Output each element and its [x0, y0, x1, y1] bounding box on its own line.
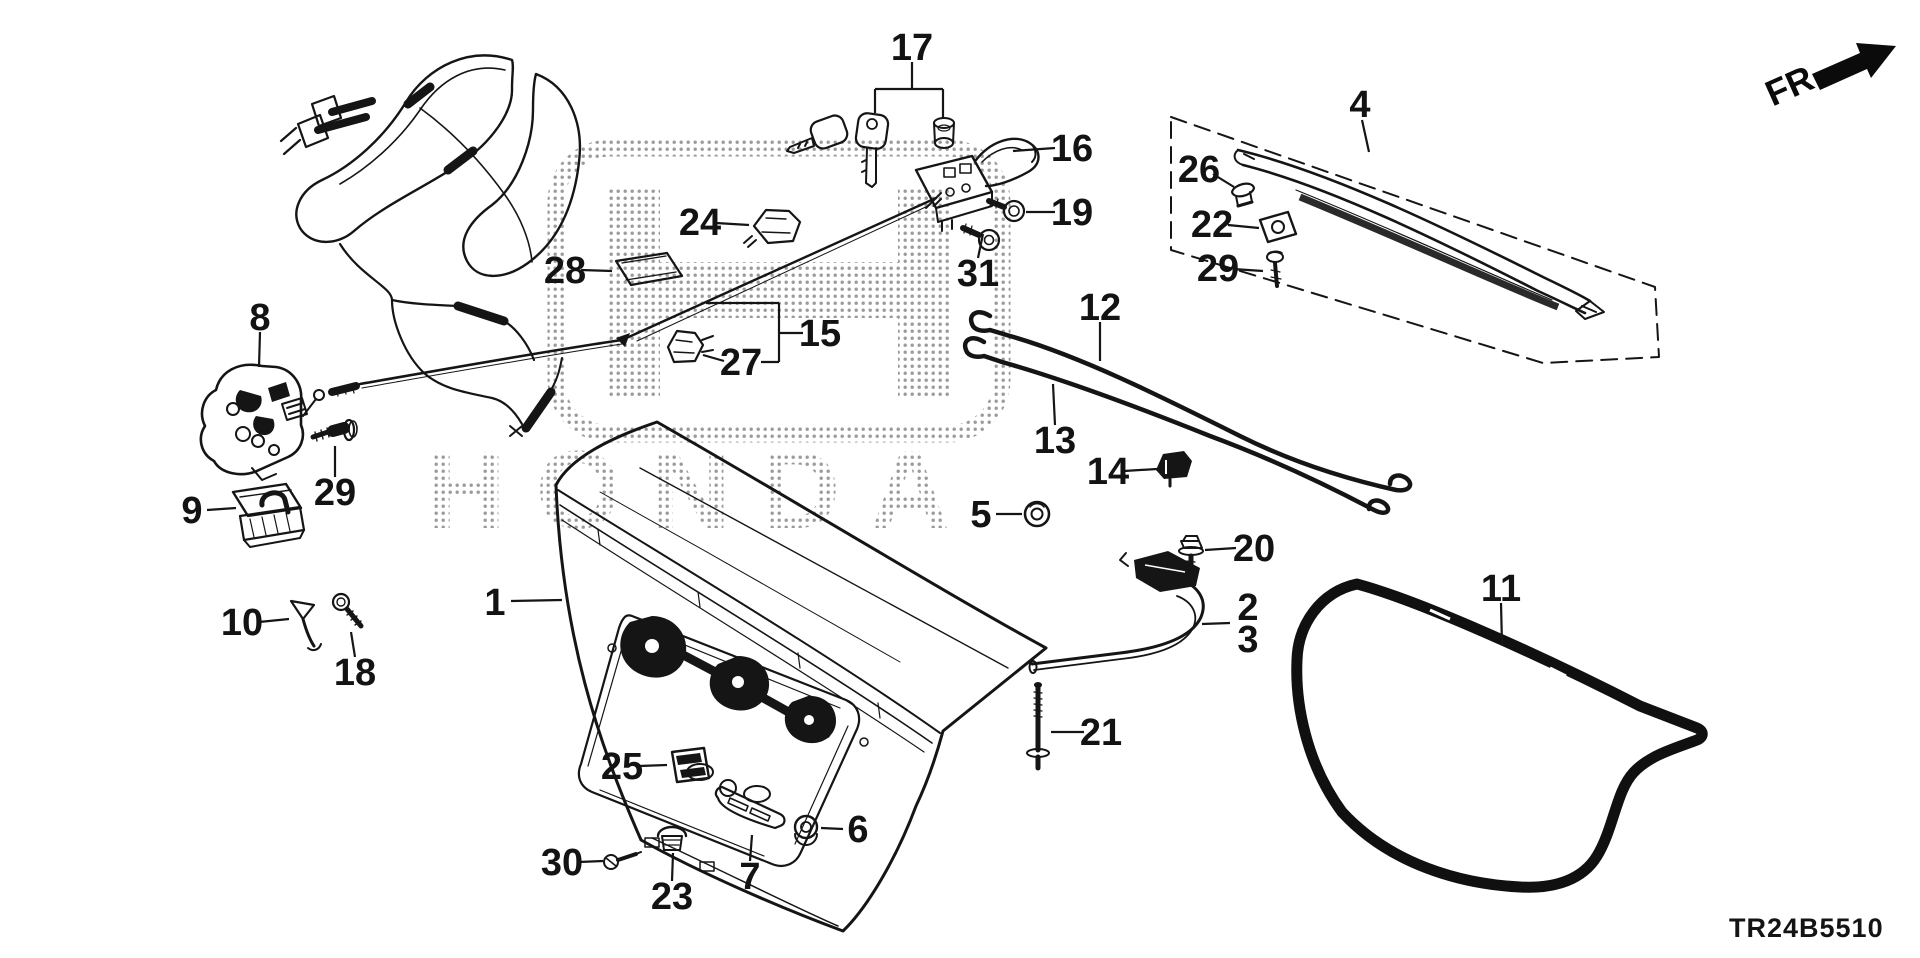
hinge-assembly — [1026, 535, 1205, 771]
callout-6[interactable]: 6 — [847, 809, 868, 851]
callout-31[interactable]: 31 — [957, 253, 999, 295]
callout-14[interactable]: 14 — [1087, 451, 1129, 493]
callout-8-leader — [257, 331, 262, 368]
lock-cylinder-assembly — [786, 112, 1040, 252]
callout-7-leader — [748, 834, 754, 862]
callout-22[interactable]: 22 — [1191, 204, 1233, 246]
callout-3[interactable]: 3 — [1237, 619, 1258, 661]
callout-26-leader — [1212, 173, 1235, 188]
callout-4[interactable]: 4 — [1349, 84, 1370, 126]
trunk-latch — [199, 363, 317, 481]
callout-25[interactable]: 25 — [601, 746, 643, 788]
callout-17[interactable]: 17 — [891, 27, 933, 69]
callout-21[interactable]: 21 — [1080, 712, 1122, 754]
callout-28-leader — [580, 268, 613, 273]
callout-18[interactable]: 18 — [334, 652, 376, 694]
fr-label: FR. — [1759, 53, 1829, 114]
callout-25-leader — [638, 763, 668, 768]
callout-13-leader — [1051, 383, 1057, 426]
callout-12[interactable]: 12 — [1079, 287, 1121, 329]
callout-29[interactable]: 29 — [314, 472, 356, 514]
torsion-bars — [962, 310, 1413, 528]
callout-23[interactable]: 23 — [651, 876, 693, 918]
callout-8[interactable]: 8 — [249, 297, 270, 339]
callout-4-leader — [1360, 119, 1371, 153]
callout-16[interactable]: 16 — [1051, 128, 1093, 170]
callout-27[interactable]: 27 — [720, 342, 762, 384]
callout-7[interactable]: 7 — [739, 856, 760, 898]
spoiler-assembly — [1170, 116, 1660, 364]
callout-26[interactable]: 26 — [1178, 149, 1220, 191]
callout-9-leader — [206, 506, 237, 512]
callout-30-leader — [578, 859, 604, 864]
callout-1-leader — [510, 598, 563, 603]
callout-6-leader — [820, 826, 844, 831]
callout-24[interactable]: 24 — [679, 202, 721, 244]
callout-11[interactable]: 11 — [1481, 568, 1521, 610]
callout-29[interactable]: 29 — [1197, 248, 1239, 290]
cable-clips — [614, 208, 802, 364]
honda-watermark: HONDA — [426, 139, 1011, 552]
callout-14-leader — [1123, 467, 1158, 473]
callout-13[interactable]: 13 — [1034, 420, 1076, 462]
callout-16-leader — [1012, 146, 1056, 153]
callout-24-leader — [715, 221, 750, 227]
callout-2-leader — [1201, 621, 1231, 626]
left-fasteners — [289, 418, 364, 652]
callout-28[interactable]: 28 — [544, 250, 586, 292]
callout-1[interactable]: 1 — [484, 582, 505, 624]
callout-19[interactable]: 19 — [1051, 192, 1093, 234]
lid-small-parts — [603, 746, 819, 870]
weatherstrip — [1291, 578, 1708, 893]
callout-23-leader — [670, 852, 675, 882]
callout-11-leader — [1499, 602, 1504, 646]
callout-27-leader — [702, 353, 725, 363]
callout-9[interactable]: 9 — [181, 490, 202, 532]
callout-22-leader — [1227, 223, 1260, 230]
callout-15[interactable]: 15 — [799, 313, 841, 355]
diagram-code: TR24B5510 — [1729, 913, 1884, 943]
callout-31-leader — [976, 233, 985, 259]
trunk-lid — [554, 420, 1048, 933]
callout-10[interactable]: 10 — [221, 602, 263, 644]
callout-18-leader — [349, 631, 357, 658]
callout-30[interactable]: 30 — [541, 842, 583, 884]
callout-2[interactable]: 2 — [1237, 587, 1258, 629]
callout-29-leader — [1232, 267, 1264, 273]
opener-cable-harness — [279, 54, 582, 437]
callout-5[interactable]: 5 — [970, 494, 991, 536]
fr-direction-arrow-icon: FR. — [1759, 43, 1896, 114]
callout-20[interactable]: 20 — [1233, 528, 1275, 570]
striker — [231, 482, 306, 548]
callout-10-leader — [258, 617, 290, 624]
watermark-text: HONDA — [426, 429, 979, 552]
callout-20-leader — [1204, 546, 1237, 552]
